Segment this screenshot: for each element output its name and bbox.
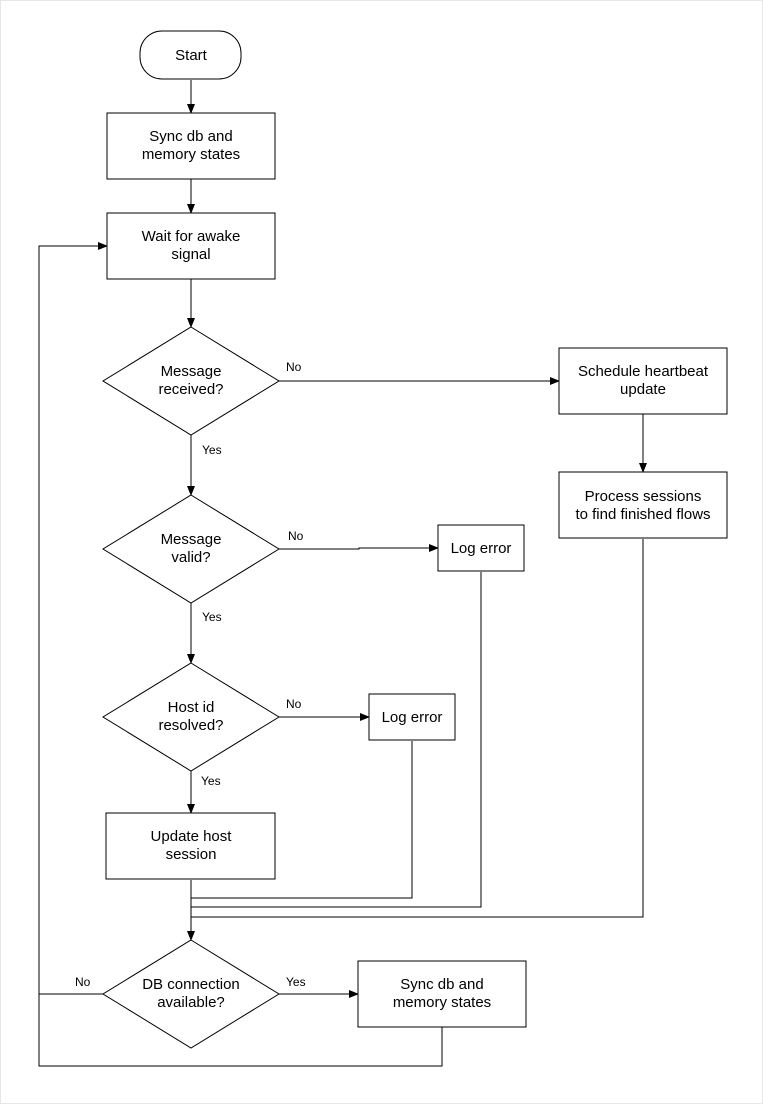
node-log-error-1-label: Log error xyxy=(451,540,512,557)
edge-log-error-2-merge xyxy=(191,741,413,899)
node-wait-awake-line-2: signal xyxy=(171,246,210,263)
node-message-valid-line-2: valid? xyxy=(171,549,210,566)
edge-label-db-no: No xyxy=(75,975,91,989)
edge-db-no-loop xyxy=(38,242,108,995)
node-log-error-2 xyxy=(368,693,456,741)
node-start-label: Start xyxy=(175,47,208,64)
node-update-host-session-line-2: session xyxy=(166,846,217,863)
node-sync-db-2 xyxy=(357,960,527,1028)
edge-label-received-yes: Yes xyxy=(202,443,222,457)
node-message-received-line-1: Message xyxy=(161,363,222,380)
edge-label-received-no: No xyxy=(286,360,302,374)
node-update-host-session xyxy=(105,812,276,880)
node-schedule-heartbeat-line-1: Schedule heartbeat xyxy=(578,363,709,380)
edge-log-error-1-merge xyxy=(191,572,482,908)
node-update-host-session-line-1: Update host xyxy=(151,828,233,845)
node-sync-db-2-line-2: memory states xyxy=(393,994,491,1011)
node-sync-db-line-2: memory states xyxy=(142,146,240,163)
node-db-available-line-1: DB connection xyxy=(142,976,240,993)
node-wait-awake-line-1: Wait for awake xyxy=(142,228,241,245)
edge-label-host-no: No xyxy=(286,697,302,711)
node-process-sessions-line-1: Process sessions xyxy=(585,488,702,505)
node-wait-awake xyxy=(106,212,276,280)
edge-label-valid-no: No xyxy=(288,529,304,543)
edge-label-host-yes: Yes xyxy=(201,774,221,788)
node-process-sessions xyxy=(558,471,728,539)
node-message-valid xyxy=(102,494,280,604)
node-sync-db xyxy=(106,112,276,180)
node-db-available xyxy=(102,939,280,1049)
node-sync-db-2-line-1: Sync db and xyxy=(400,976,483,993)
node-process-sessions-line-2: to find finished flows xyxy=(575,506,710,523)
edge-label-valid-yes: Yes xyxy=(202,610,222,624)
edge-process-merge xyxy=(191,539,644,918)
node-schedule-heartbeat xyxy=(558,347,728,415)
node-start xyxy=(139,30,242,80)
node-message-received xyxy=(102,326,280,436)
node-schedule-heartbeat-line-2: update xyxy=(620,381,666,398)
node-log-error-2-label: Log error xyxy=(382,709,443,726)
node-host-resolved xyxy=(102,662,280,772)
node-sync-db-line-1: Sync db and xyxy=(149,128,232,145)
nodes: Start Sync db and memory states Wait for… xyxy=(102,30,728,1049)
node-db-available-line-2: available? xyxy=(157,994,225,1011)
node-host-resolved-line-2: resolved? xyxy=(158,717,223,734)
edges xyxy=(38,80,647,1067)
node-message-received-line-2: received? xyxy=(158,381,223,398)
node-host-resolved-line-1: Host id xyxy=(168,699,215,716)
node-message-valid-line-1: Message xyxy=(161,531,222,548)
edge-labels: No Yes No Yes No Yes Yes No xyxy=(75,360,306,989)
node-log-error-1 xyxy=(437,524,525,572)
edge-label-db-yes: Yes xyxy=(286,975,306,989)
edge-valid-no xyxy=(279,544,439,552)
edge-sync2-loop xyxy=(38,994,443,1067)
